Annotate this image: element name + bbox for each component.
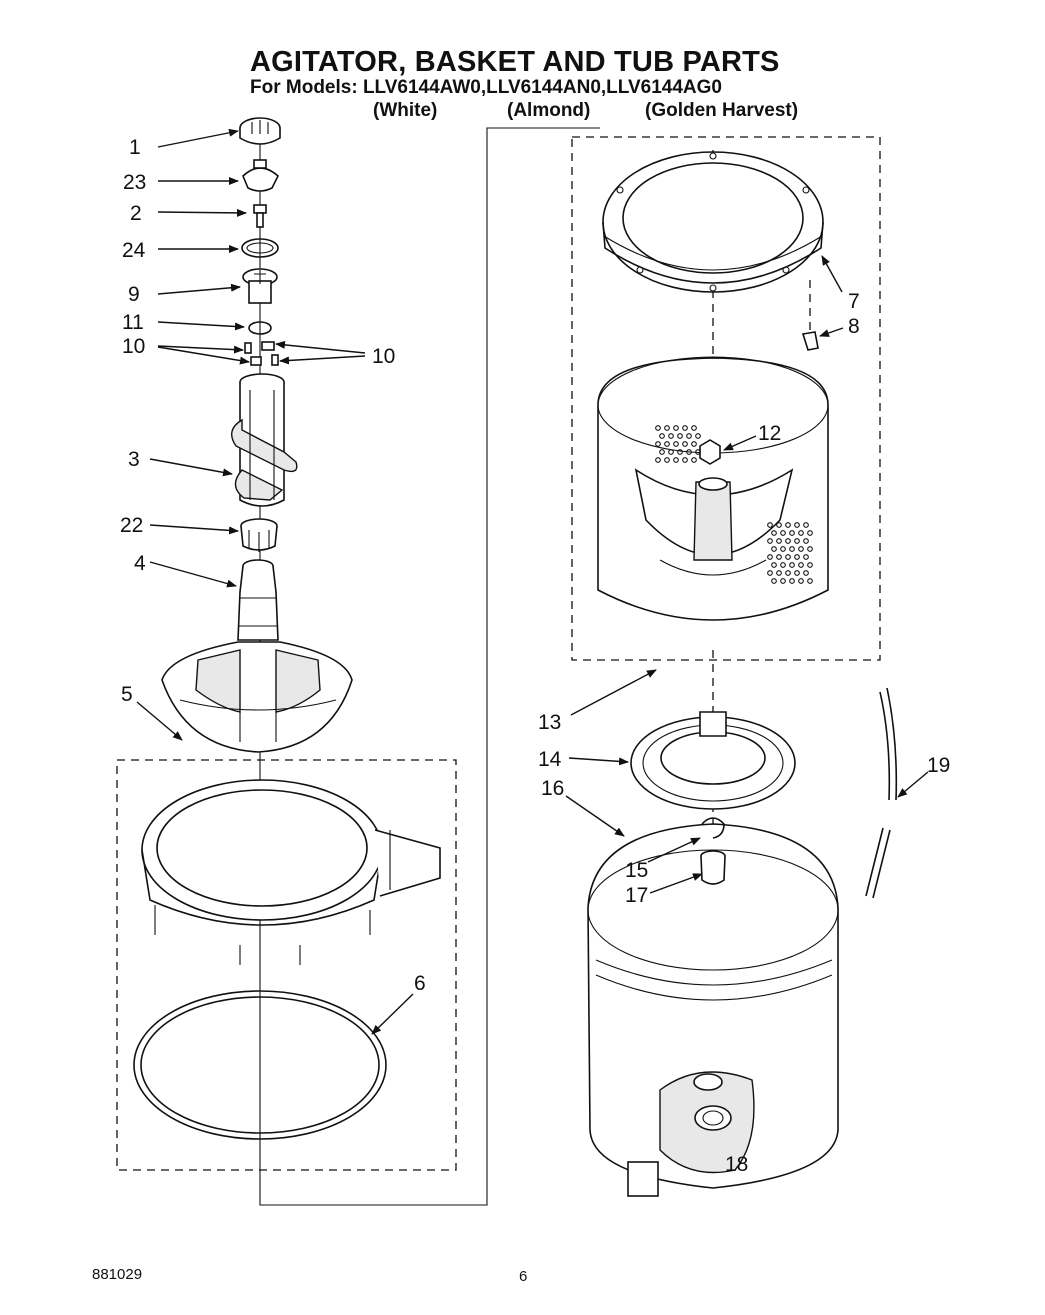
callout-5: 5	[121, 683, 133, 706]
document-number: 881029	[92, 1266, 143, 1283]
variant-golden-harvest: (Golden Harvest)	[645, 100, 799, 121]
clips-10	[244, 341, 279, 366]
agitator-cap	[239, 117, 281, 145]
splash-seal-14	[630, 711, 796, 810]
leader-arrows	[136, 128, 929, 1035]
callout-11: 11	[122, 311, 144, 334]
basket-13	[597, 356, 829, 621]
callout-23: 23	[123, 171, 147, 194]
callout-18: 18	[725, 1153, 749, 1176]
clip-15	[701, 817, 725, 839]
callout-19: 19	[927, 754, 951, 777]
callout-14: 14	[538, 748, 562, 771]
callout-15: 15	[625, 859, 649, 882]
callout-3: 3	[128, 448, 140, 471]
callout-22: 22	[120, 514, 144, 537]
callout-6: 6	[414, 972, 426, 995]
callout-17: 17	[625, 884, 649, 907]
agitator-auger	[230, 373, 298, 507]
callout-8: 8	[848, 315, 860, 338]
gasket-6	[133, 990, 387, 1140]
variant-almond: (Almond)	[507, 100, 591, 121]
hub-spin-tube-4	[237, 559, 279, 641]
ring-group-box	[116, 759, 457, 1171]
basket-group-box	[571, 136, 881, 661]
dog-part	[242, 268, 278, 304]
cam-part	[242, 159, 279, 192]
callout-10-right: 10	[372, 345, 396, 368]
callout-4: 4	[134, 552, 146, 575]
callout-16: 16	[541, 777, 565, 800]
outer-tub-16	[587, 823, 839, 1197]
callout-9: 9	[128, 283, 140, 306]
callout-12: 12	[758, 422, 782, 445]
seal-ring	[141, 779, 441, 965]
diagram-title: AGITATOR, BASKET AND TUB PARTS	[250, 46, 780, 78]
page-number: 6	[519, 1268, 528, 1285]
tub-ring-7	[602, 151, 824, 293]
drive-bell-22	[240, 518, 278, 552]
callout-24: 24	[122, 239, 146, 262]
nut-12	[699, 439, 721, 465]
o-ring-24	[241, 238, 279, 258]
bolt-part	[253, 204, 267, 228]
bearing-17	[700, 850, 726, 885]
hose-19	[865, 687, 898, 899]
variant-white: (White)	[373, 100, 438, 121]
callout-2: 2	[130, 202, 142, 225]
clip-8	[801, 331, 819, 351]
callout-10-left: 10	[122, 335, 146, 358]
callout-1: 1	[129, 136, 141, 159]
hub-plate-5	[161, 641, 353, 753]
models-line: For Models: LLV6144AW0,LLV6144AN0,LLV614…	[250, 77, 722, 98]
ring-11	[248, 321, 272, 335]
callout-13: 13	[538, 711, 562, 734]
callout-7: 7	[848, 290, 860, 313]
